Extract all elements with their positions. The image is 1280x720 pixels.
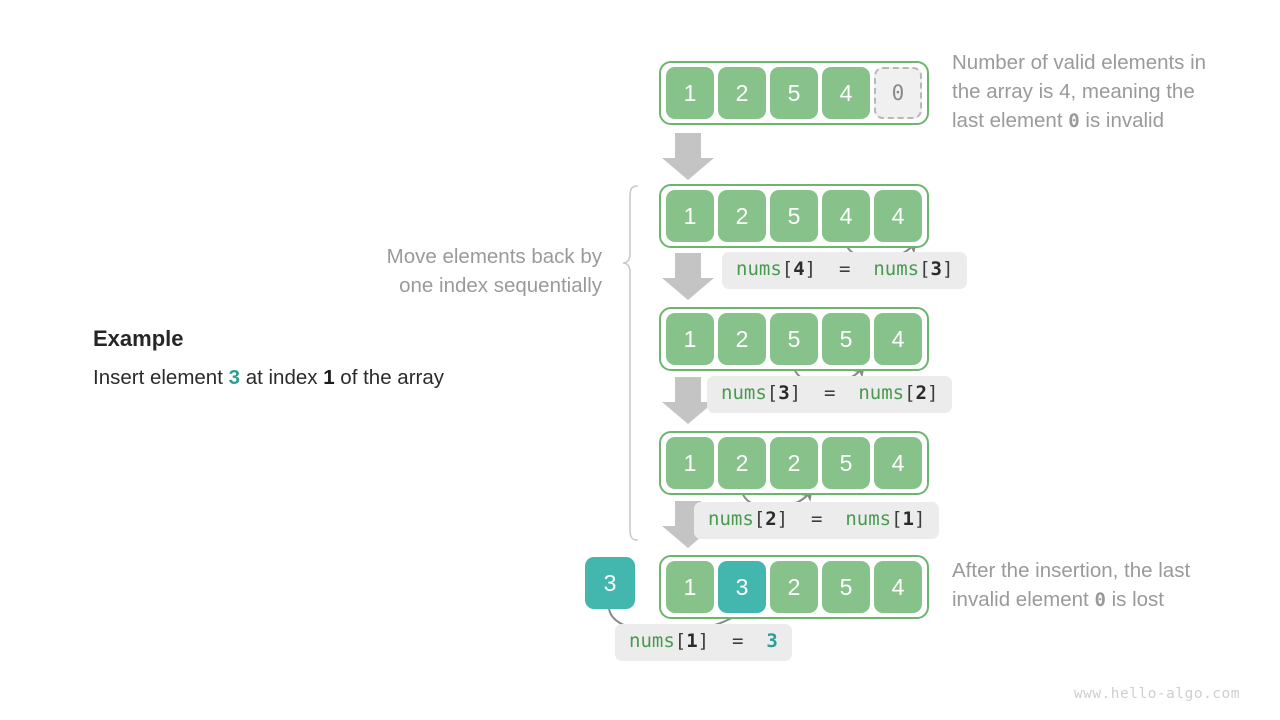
code-operator: = [709,630,767,652]
example-insert-value: 3 [228,366,240,389]
annotation-after-insert: After the insertion, the last invalid el… [952,556,1262,614]
code-index: 3 [778,382,790,404]
annotation-zero-value: 0 [1094,589,1106,612]
array-cell[interactable]: 5 [822,561,870,613]
annotation-zero-value: 0 [1068,110,1080,133]
array-row-final: 1 3 2 5 4 [659,555,929,619]
code-bracket: ] [914,508,926,530]
code-label-nums3-eq-nums2: nums[3] = nums[2] [707,376,953,413]
code-bracket: ] [927,382,939,404]
code-bracket: ] [789,382,802,404]
array-cell[interactable]: 2 [718,313,766,365]
code-ident: nums [858,382,905,404]
array-cell[interactable]: 5 [770,67,818,119]
code-index: 1 [902,508,914,530]
array-cell[interactable]: 2 [770,437,818,489]
code-value: 3 [766,630,778,652]
example-desc-middle: at index [240,366,324,389]
array-cell[interactable]: 4 [874,313,922,365]
annotation-line: last element [952,109,1069,133]
annotation-line: invalid element [952,588,1095,612]
annotation-line: is lost [1105,588,1165,612]
array-cell[interactable]: 1 [666,67,714,119]
annotation-line: Number of valid elements in [952,51,1207,74]
array-cell[interactable]: 5 [770,313,818,365]
code-bracket: [ [781,258,794,280]
code-bracket: ] [697,630,710,652]
example-desc-suffix: of the array [334,366,444,389]
array-cell[interactable]: 2 [718,190,766,242]
array-cell[interactable]: 4 [874,437,922,489]
annotation-line: Move elements back by [386,245,602,268]
array-cell[interactable]: 4 [822,67,870,119]
array-cell[interactable]: 5 [822,437,870,489]
code-bracket: [ [753,508,766,530]
code-ident: nums [721,382,767,404]
code-bracket: ] [942,258,954,280]
code-index: 2 [765,508,777,530]
code-operator: = [788,508,846,530]
code-index: 4 [793,258,805,280]
annotation-valid-count: Number of valid elements in the array is… [952,48,1262,135]
array-row-shift-2: 1 2 2 5 4 [659,431,929,495]
code-bracket: [ [674,630,687,652]
insert-value-box[interactable]: 3 [585,557,635,609]
array-frame: 1 2 2 5 4 [659,431,929,495]
array-cell[interactable]: 1 [666,313,714,365]
code-index: 1 [686,630,698,652]
annotation-line: one index sequentially [399,274,602,298]
annotation-line: After the insertion, the last [952,559,1191,582]
code-ident: nums [873,258,920,280]
array-cell[interactable]: 2 [718,67,766,119]
annotation-line: is invalid [1079,109,1164,133]
code-label-nums4-eq-nums3: nums[4] = nums[3] [722,252,968,289]
code-operator: = [801,382,859,404]
array-cell-invalid[interactable]: 0 [874,67,922,119]
annotation-line: the array is 4, meaning the [952,80,1195,104]
array-cell[interactable]: 4 [874,190,922,242]
example-desc-prefix: Insert element [93,366,229,389]
array-cell[interactable]: 5 [822,313,870,365]
watermark: www.hello-algo.com [1073,686,1240,702]
code-bracket: ] [776,508,789,530]
annotation-shift-note: Move elements back by one index sequenti… [302,242,602,300]
array-cell-inserted[interactable]: 3 [718,561,766,613]
array-frame: 1 2 5 4 4 [659,184,929,248]
example-title: Example [93,326,184,351]
code-bracket: [ [919,258,931,280]
array-cell[interactable]: 1 [666,437,714,489]
array-cell[interactable]: 4 [874,561,922,613]
code-bracket: [ [891,508,903,530]
array-cell[interactable]: 1 [666,190,714,242]
example-insert-index: 1 [323,366,335,389]
code-bracket: ] [804,258,817,280]
code-label-nums1-eq-3: nums[1] = 3 [615,624,792,661]
array-row-shift-4: 1 2 5 4 4 [659,184,929,248]
array-cell[interactable]: 1 [666,561,714,613]
grouping-brace [622,185,638,541]
down-arrow-1 [662,133,714,180]
array-cell[interactable]: 4 [822,190,870,242]
array-row-initial: 1 2 5 4 0 [659,61,929,125]
code-ident: nums [708,508,754,530]
code-bracket: [ [904,382,916,404]
code-label-nums2-eq-nums1: nums[2] = nums[1] [694,502,940,539]
code-ident: nums [629,630,675,652]
code-ident: nums [845,508,892,530]
array-row-shift-3: 1 2 5 5 4 [659,307,929,371]
code-operator: = [816,258,874,280]
array-cell[interactable]: 2 [770,561,818,613]
code-ident: nums [736,258,782,280]
array-cell[interactable]: 2 [718,437,766,489]
down-arrow-2 [662,253,714,300]
array-frame: 1 2 5 4 0 [659,61,929,125]
array-frame: 1 3 2 5 4 [659,555,929,619]
code-index: 3 [930,258,942,280]
example-block: Example Insert element 3 at index 1 of t… [93,326,444,390]
code-index: 2 [915,382,927,404]
example-description: Insert element 3 at index 1 of the array [93,366,444,390]
array-cell[interactable]: 5 [770,190,818,242]
code-bracket: [ [766,382,779,404]
array-frame: 1 2 5 5 4 [659,307,929,371]
